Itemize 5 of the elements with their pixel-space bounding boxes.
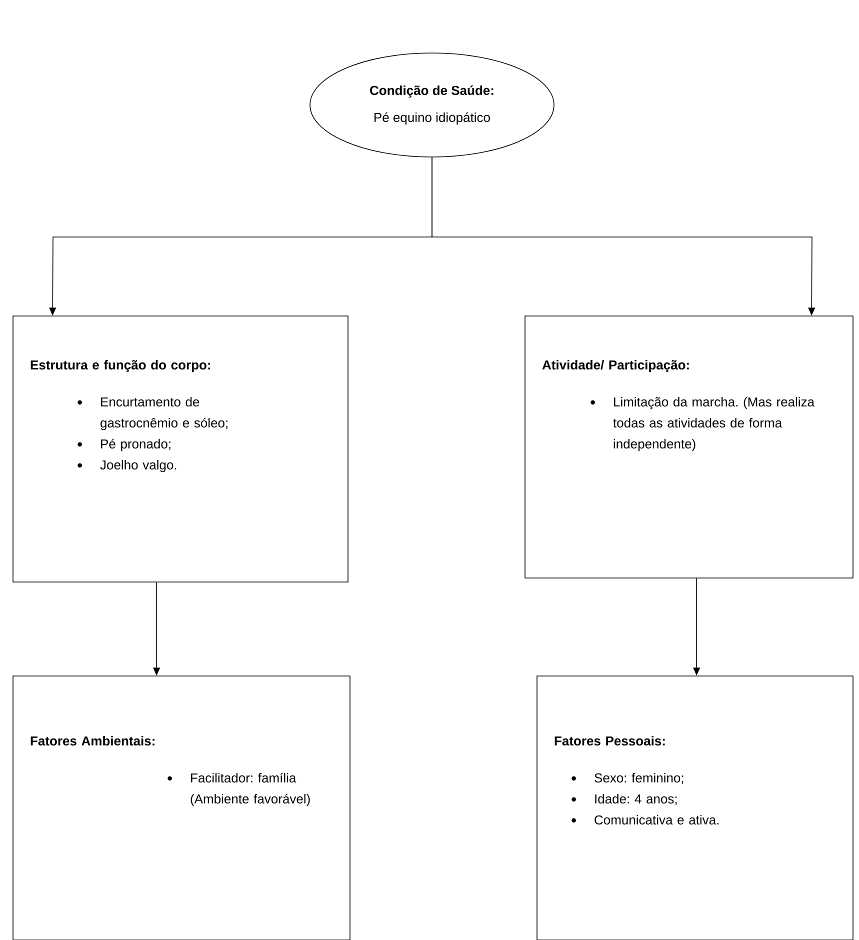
text-box: Fatores Pessoais: Sexo: feminino; Idade: 4 anos; Comunicativa e ativa. [536, 676, 854, 940]
text-box: Atividade/ Participação: Limitação da marcha. (Mas realiza todas as atividades de forma independente) [524, 316, 854, 578]
text-box: Estrutura e função do corpo: Encurtamento de gastrocnêmio e sóleo; Pé pronado; Joelho valgo. [12, 316, 348, 582]
oval-box: Condição de Saúde: Pé equino idiopático [310, 52, 554, 158]
text-box: Fatores Ambientais: Facilitador: família (Ambiente favorável) [12, 676, 350, 940]
